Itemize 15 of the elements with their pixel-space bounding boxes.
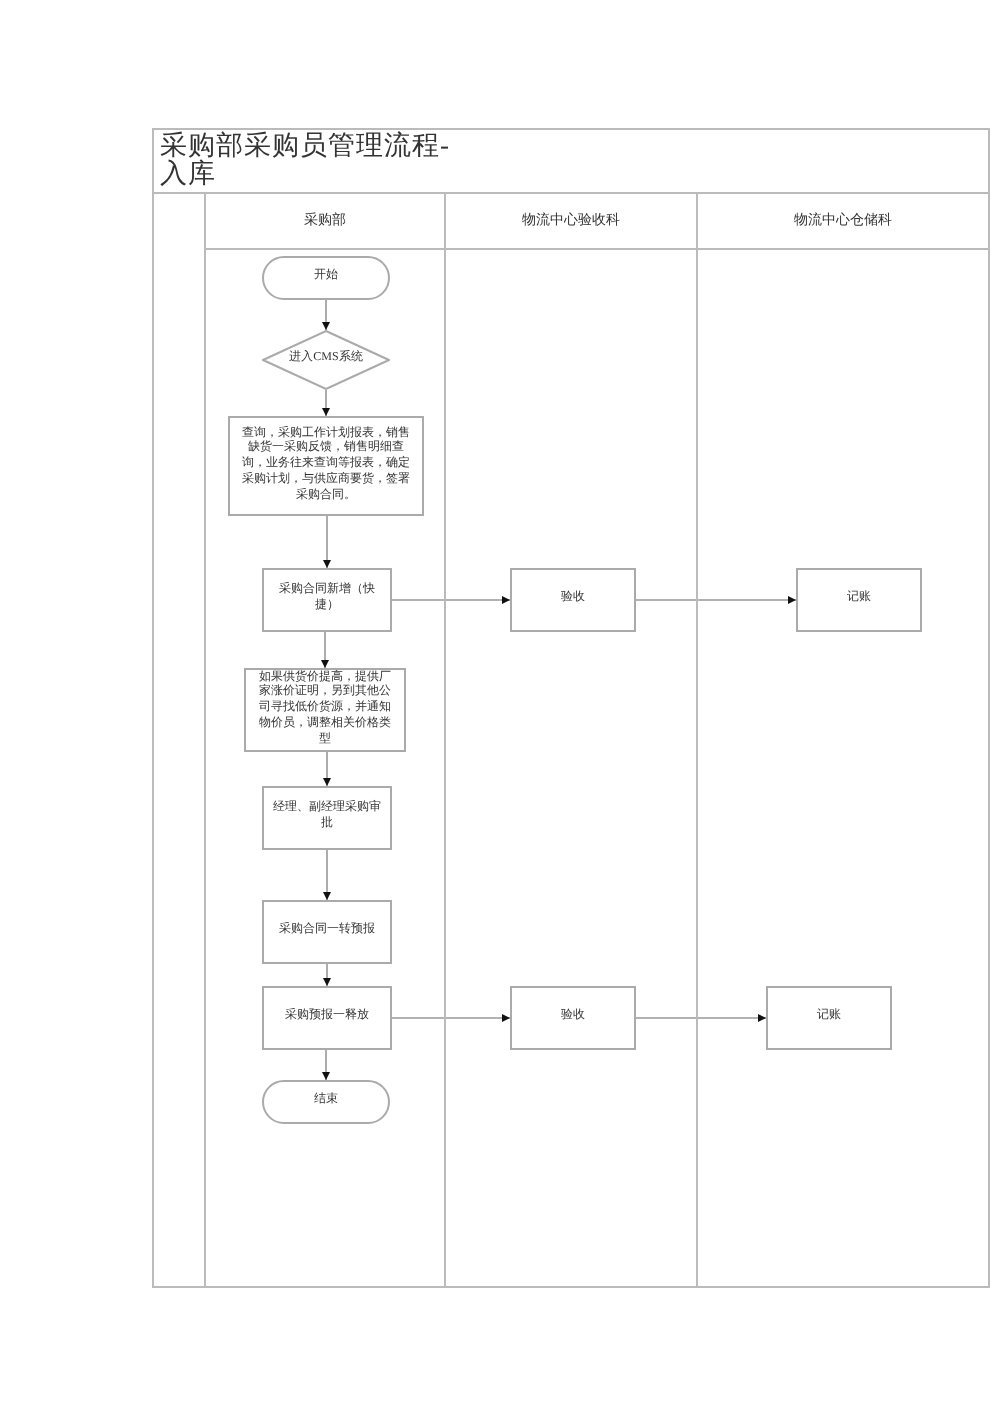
arrow [321, 631, 329, 669]
title: 采购部采购员管理流程-入库 [160, 132, 451, 188]
swimlane [446, 192, 698, 1288]
arrow [635, 1014, 767, 1022]
arrow [635, 596, 797, 604]
arrow [391, 596, 511, 604]
arrow [391, 1014, 511, 1022]
arrow [323, 963, 331, 987]
arrow [323, 849, 331, 901]
arrow [323, 515, 331, 569]
arrow [323, 751, 331, 787]
arrow [322, 299, 330, 331]
swimlane [206, 192, 446, 1288]
arrow [322, 1049, 330, 1081]
arrow [322, 389, 330, 417]
